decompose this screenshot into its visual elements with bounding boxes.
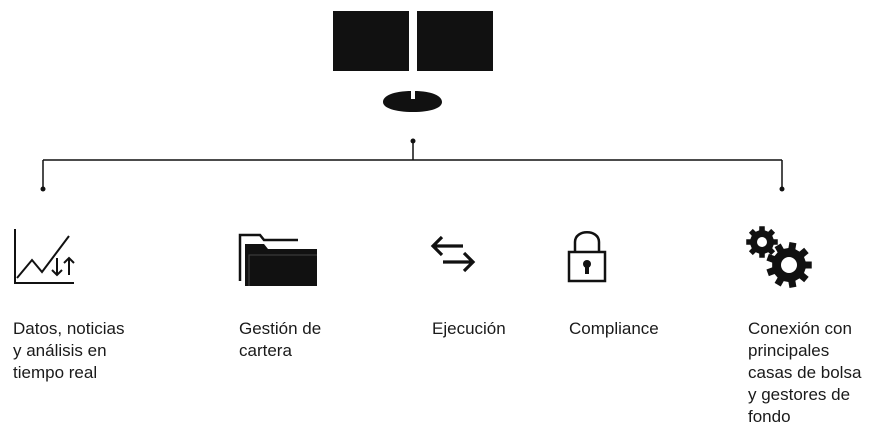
connector-dot-right	[779, 186, 785, 192]
connector-dot-left	[40, 186, 46, 192]
feature-label-data-news: Datos, noticias y análisis en tiempo rea…	[13, 319, 125, 382]
dual-monitor-workstation-icon	[333, 11, 493, 112]
chart-trend-arrows-icon	[14, 229, 75, 284]
connector-dot-top	[410, 138, 416, 144]
feature-label-brokers-connection: Conexión con principales casas de bolsa …	[748, 319, 862, 426]
padlock-icon	[567, 231, 607, 283]
gears-icon	[746, 226, 812, 288]
folder-icon	[238, 233, 317, 286]
feature-label-portfolio: Gestión de cartera	[239, 319, 322, 360]
exchange-arrows-icon	[430, 235, 476, 273]
feature-label-execution: Ejecución	[432, 319, 506, 338]
feature-label-compliance: Compliance	[569, 319, 659, 338]
